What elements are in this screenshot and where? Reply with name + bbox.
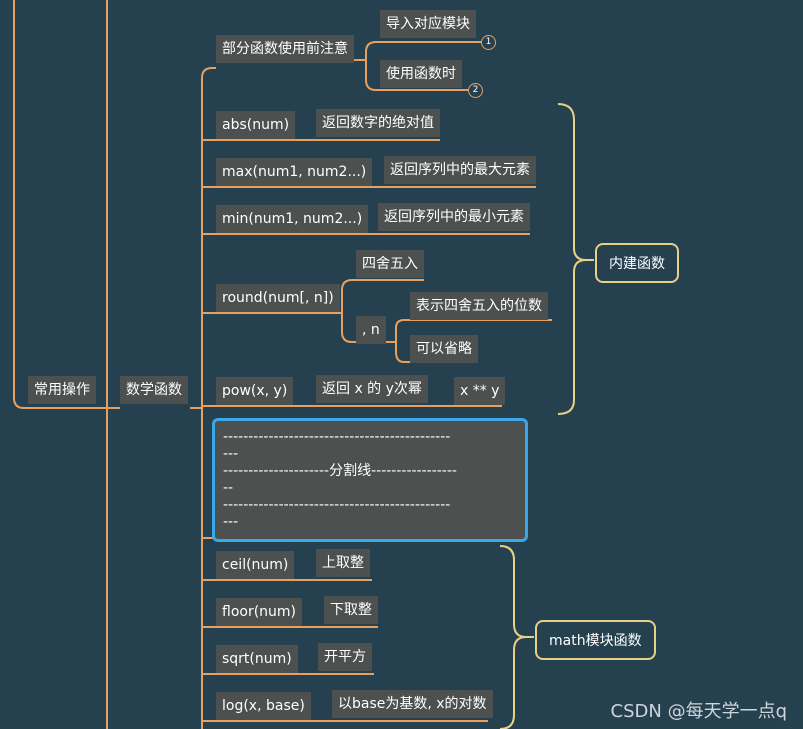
badge-1: 1 bbox=[481, 35, 496, 50]
branch-node-math-functions[interactable]: 数学函数 bbox=[120, 376, 188, 404]
desc-sqrt[interactable]: 开平方 bbox=[318, 643, 372, 671]
separator-line-6: --- bbox=[223, 514, 239, 530]
desc-floor[interactable]: 下取整 bbox=[324, 596, 378, 624]
separator-node[interactable]: ----------------------------------------… bbox=[212, 418, 528, 542]
note-child-usage[interactable]: 使用函数时 bbox=[380, 60, 462, 88]
desc-pow[interactable]: 返回 x 的 y次幂 bbox=[316, 375, 428, 403]
separator-line-5: ----------------------------------------… bbox=[223, 497, 451, 513]
separator-line-4: -- bbox=[223, 480, 234, 496]
desc-min[interactable]: 返回序列中的最小元素 bbox=[378, 203, 530, 231]
func-ceil[interactable]: ceil(num) bbox=[216, 551, 295, 579]
func-floor[interactable]: floor(num) bbox=[216, 598, 303, 626]
pow-operator[interactable]: x ** y bbox=[454, 377, 506, 405]
note-child-import[interactable]: 导入对应模块 bbox=[380, 10, 476, 38]
note-node[interactable]: 部分函数使用前注意 bbox=[216, 35, 354, 63]
func-log[interactable]: log(x, base) bbox=[216, 692, 311, 720]
desc-abs[interactable]: 返回数字的绝对值 bbox=[316, 109, 440, 137]
func-sqrt[interactable]: sqrt(num) bbox=[216, 645, 298, 673]
func-round[interactable]: round(num[, n]) bbox=[216, 284, 340, 312]
watermark: CSDN @每天学一点q bbox=[610, 701, 787, 722]
root-node[interactable]: 常用操作 bbox=[28, 376, 96, 404]
func-abs[interactable]: abs(num) bbox=[216, 111, 296, 139]
round-param-n[interactable]: , n bbox=[356, 316, 386, 344]
summary-builtin[interactable]: 内建函数 bbox=[595, 243, 679, 283]
round-param-optional[interactable]: 可以省略 bbox=[410, 335, 478, 363]
func-pow[interactable]: pow(x, y) bbox=[216, 377, 294, 405]
func-min[interactable]: min(num1, num2...) bbox=[216, 205, 369, 233]
func-max[interactable]: max(num1, num2...) bbox=[216, 158, 373, 186]
separator-line-2: --- bbox=[223, 446, 239, 462]
desc-log[interactable]: 以base为基数, x的对数 bbox=[332, 690, 493, 718]
desc-max[interactable]: 返回序列中的最大元素 bbox=[384, 156, 536, 184]
badge-2: 2 bbox=[468, 83, 483, 98]
desc-ceil[interactable]: 上取整 bbox=[316, 549, 370, 577]
separator-line-1: ----------------------------------------… bbox=[223, 429, 451, 445]
desc-round[interactable]: 四舍五入 bbox=[356, 250, 424, 278]
round-param-desc[interactable]: 表示四舍五入的位数 bbox=[410, 292, 548, 320]
separator-line-3: ---------------------分割线----------------… bbox=[223, 463, 457, 479]
summary-math-module[interactable]: math模块函数 bbox=[535, 620, 656, 660]
